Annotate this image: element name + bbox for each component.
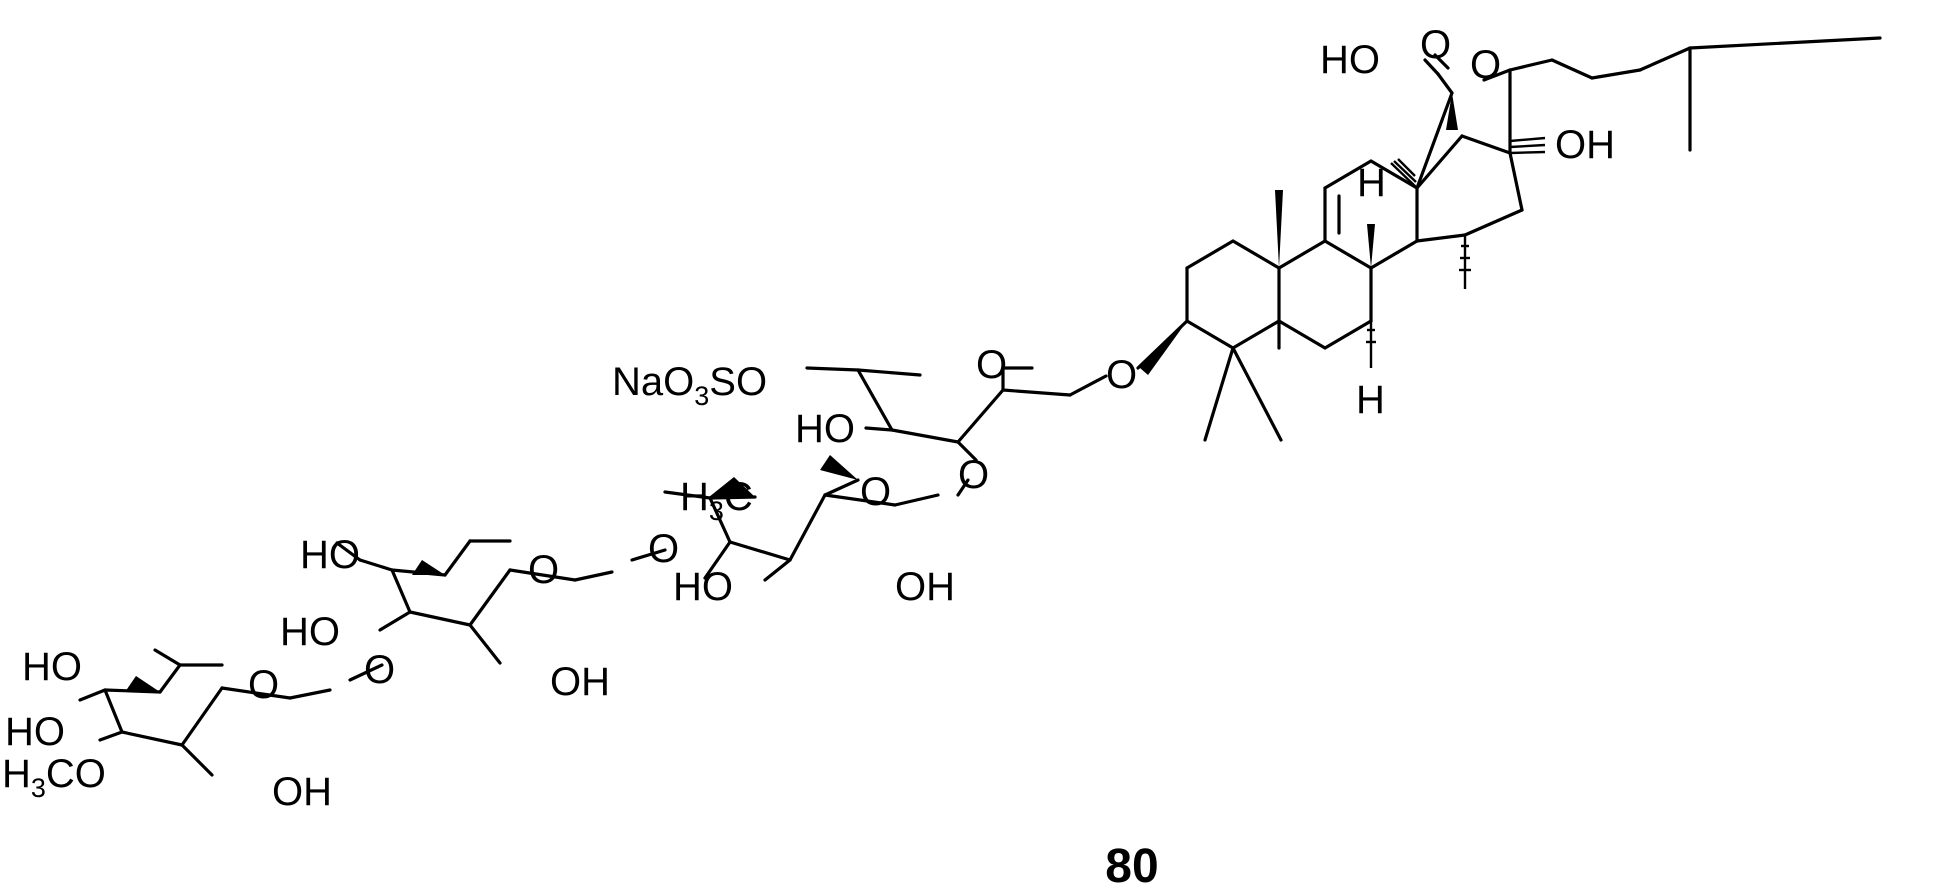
label-oh-c17: OH [1555, 123, 1615, 167]
label-h-c5: H [1356, 378, 1385, 422]
label-oh-meglc: OH [272, 770, 332, 814]
label-ho-glucose: HO [280, 610, 340, 654]
bond-lines [78, 36, 1882, 777]
label-o-glycosidic-c3: O [1106, 353, 1137, 397]
label-h-c8: H [1357, 161, 1386, 205]
label-o-meglc-ring: O [248, 663, 279, 707]
compound-number: 80 [1105, 840, 1158, 893]
label-o-xyl-quin-link: O [958, 453, 989, 497]
label-ho-meglc: HO [5, 710, 65, 754]
label-o-quinovose-ring: O [860, 470, 891, 514]
label-ho-glc-ch2: HO [300, 533, 360, 577]
atom-labels: O O HO OH H H O O NaO3SO HO O H3C O O HO… [2, 23, 1615, 814]
label-h3co-meglc: H3CO [2, 752, 106, 803]
stereo-bonds [125, 93, 1458, 692]
label-ho-xylose: HO [795, 407, 855, 451]
label-o-glc-meglc-link: O [364, 648, 395, 692]
label-o-lactone-ring: O [1470, 43, 1501, 87]
label-ho-c11: HO [1320, 38, 1380, 82]
label-o-glucose-ring: O [528, 548, 559, 592]
label-o-lactone-carbonyl: O [1420, 23, 1451, 67]
label-oh-quinovose: OH [895, 565, 955, 609]
label-ho-quinovose: HO [673, 565, 733, 609]
label-ho-meglc-ch2: HO [22, 645, 82, 689]
hashed-bonds [1366, 136, 1546, 368]
label-h3c-quinovose: H3C [680, 475, 753, 526]
label-o-quin-glc-link: O [648, 527, 679, 571]
label-naso3o: NaO3SO [612, 360, 767, 411]
label-o-xylose-ring: O [976, 343, 1007, 387]
label-oh-glucose: OH [550, 660, 610, 704]
